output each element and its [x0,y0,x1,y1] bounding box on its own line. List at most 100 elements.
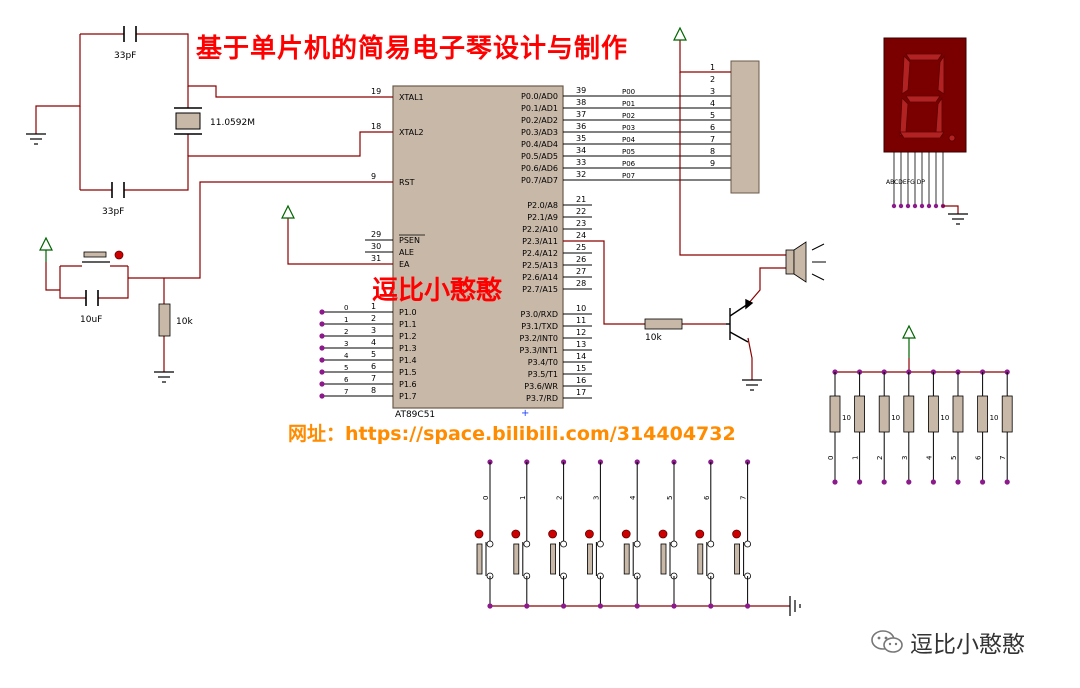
connector-pin1-wire [679,40,786,256]
mcu-pin-label: P0.3/AD3 [521,128,558,137]
p0-net-label: P02 [622,112,635,120]
mcu-part-label: AT89C51 [395,410,435,420]
button-label: 4 [629,495,637,500]
pullup-bottom-terminal [857,479,863,485]
p1-bus-terminal [319,369,325,375]
button-pin [670,540,678,548]
mcu-pin-number: 19 [371,87,381,96]
mcu-pin-label: P2.4/A12 [522,249,558,258]
button-label: 2 [556,496,564,500]
p1-bus-label: 1 [344,316,348,324]
watermark-text: 逗比小憨憨 [910,632,1025,658]
mcu-pin-label: P1.0 [399,308,417,317]
pullup-bottom-terminal [881,479,887,485]
mcu-pin-label: P2.5/A13 [522,261,558,270]
speaker [785,241,826,283]
button-label: 0 [482,496,490,500]
mcu-pin-label: XTAL2 [399,128,424,137]
mcu-pin-label: P3.6/WR [524,382,558,391]
ground-symbol-transistor [742,379,762,391]
connector-pin-number: 2 [710,75,715,84]
mcu-pin-number: 32 [576,170,586,179]
button-ground-terminal [487,603,493,609]
mcu-pin-label: P2.3/A11 [522,237,558,246]
mcu-pin-number: 11 [576,316,586,325]
button-indicator [511,529,521,539]
button-cap [550,543,556,575]
resistor-reset-label: 10k [176,317,193,327]
button-pin [597,540,604,548]
p1-bus-terminal [319,321,325,327]
mcu-pin-number: 37 [576,110,586,119]
mcu-pin-number: 25 [576,243,586,252]
reset-button [82,250,124,263]
pullup-label: 0 [827,456,835,460]
button-cap [587,543,593,575]
button-label: 3 [592,496,600,500]
button-cap [623,543,630,575]
power-symbol-pullup [902,324,916,358]
button-cap [697,543,704,575]
p1-bus-terminal [319,345,325,351]
button-label: 6 [703,495,711,500]
mcu-pin-number: 1 [371,302,376,311]
button-ground-terminal [597,603,604,609]
pullup-resistor [928,395,939,433]
pullup-label: 1 [852,456,860,460]
mcu-pin-label: P0.1/AD1 [521,104,558,113]
mcu-pin-number: 38 [576,98,586,107]
button-indicator [474,529,484,539]
mcu-pin-label: ALE [399,248,414,257]
mcu-pin-label: P0.4/AD4 [521,140,558,149]
mcu-pin-label: P3.0/RXD [521,310,558,319]
button-pin [707,540,715,548]
mcu-pin-number: 39 [576,86,586,95]
mcu-pin-label: P0.2/AD2 [521,116,558,125]
power-symbol-ea [281,204,295,219]
mcu-pin-number: 33 [576,158,586,167]
wechat-icon [871,630,903,653]
mcu-pin-label: P0.5/AD5 [521,152,558,161]
seven-segment-pin-labels: ABCDEFG DP [886,179,925,186]
mcu-pin-number: 23 [576,219,586,228]
button-pin [744,540,751,548]
mcu-pin-number: 8 [371,386,376,395]
pullup-resistor [952,395,964,433]
segment-pin-terminal [905,203,911,209]
pullup-bottom-terminal [980,479,986,485]
button-pin [523,540,531,548]
mcu-pin-number: 10 [576,304,586,313]
mcu-pin-label: P2.6/A14 [522,273,558,282]
mcu-pin-number: 24 [576,231,586,240]
p1-bus-terminal [319,357,325,363]
mcu-pin-number: 9 [371,172,376,181]
segment-pin-terminal [919,203,925,209]
mcu-pin-number: 14 [576,352,586,361]
mcu-pin-label: P2.1/A9 [527,213,558,222]
mcu-plus-marker: + [521,408,529,419]
button-indicator [621,529,631,539]
mcu-pin-number: 12 [576,328,586,337]
resistor-reset: 10k [158,303,193,337]
button-cap [513,543,520,575]
mcu-pin-label: P3.7/RD [526,394,558,403]
watermark: 逗比小憨憨 [870,625,1025,659]
p1-bus-label: 6 [344,376,349,384]
reset-circuit [45,181,393,372]
capacitor-top-label: 33pF [114,51,136,61]
pullup-label: 4 [925,455,933,460]
mcu-pin-number: 22 [576,207,586,216]
button-indicator [585,529,594,539]
connector-pin-number: 1 [710,63,715,72]
connector-pin-number: 5 [710,111,715,120]
ground-symbol-seg [948,213,968,225]
pullup-resistor [903,395,915,433]
p0-net-label: P07 [622,172,635,180]
p1-bus-label: 4 [344,352,349,360]
